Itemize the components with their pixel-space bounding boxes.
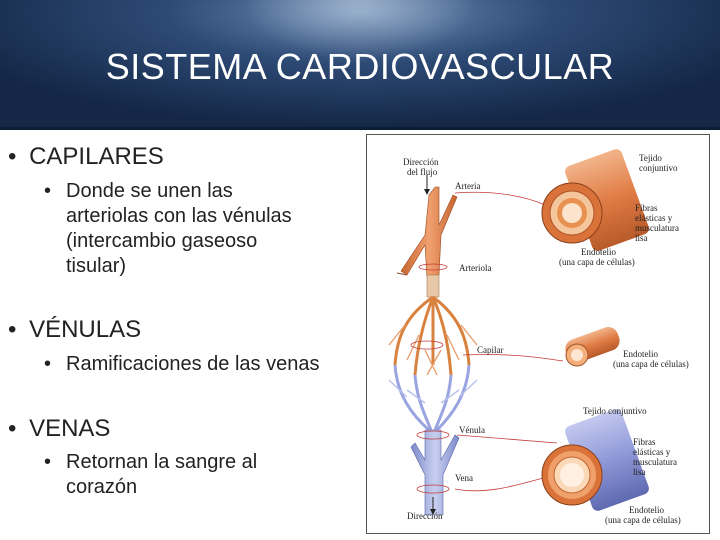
label-flow-bottom: Dirección (407, 511, 443, 521)
label-venula: Vénula (459, 425, 485, 435)
label-capilar: Capilar (477, 345, 504, 355)
slide-title: SISTEMA CARDIOVASCULAR (105, 46, 615, 87)
flow-arrow-bottom (430, 497, 436, 515)
sub-bullet-line: corazón (66, 476, 138, 498)
label-tejido-1b: conjuntivo (639, 163, 678, 173)
pointer-lines (410, 191, 564, 494)
bullet-dot: • (8, 143, 17, 170)
sub-bullet-line: Retornan la sangre al (66, 451, 258, 473)
label-tejido-3: Tejido conjuntivo (583, 406, 647, 416)
label-endotelio-2b: (una capa de células) (613, 359, 689, 369)
venous-tree (388, 364, 478, 516)
banner-shine (240, 0, 480, 60)
bullet-dot: • (8, 415, 17, 442)
vessel-diagram: Dirección del flujo Arteria Arteriola Ca… (366, 134, 710, 534)
label-endotelio-3b: (una capa de células) (605, 515, 681, 525)
bullet-label: VÉNULAS (29, 316, 142, 343)
sub-bullet-dot: • (44, 353, 52, 375)
artery-cross-section (541, 149, 649, 251)
label-flow-top-1: Dirección (403, 157, 439, 167)
label-flow-top-2: del flujo (407, 167, 438, 177)
label-arteria: Arteria (455, 181, 480, 191)
bullet-label: VENAS (29, 415, 111, 442)
label-fibras-3a: Fibras (633, 437, 656, 447)
bullet-label: CAPILARES (29, 143, 164, 170)
label-fibras-1d: lisa (635, 233, 648, 243)
arterial-tree (388, 186, 478, 376)
sub-bullet-line: tisular) (66, 255, 127, 277)
label-endotelio-1a: Endotelio (581, 247, 616, 257)
label-fibras-1a: Fibras (635, 203, 658, 213)
label-fibras-3d: lisa (633, 467, 646, 477)
label-fibras-3c: musculatura (633, 457, 677, 467)
label-fibras-1b: elásticas y (635, 213, 673, 223)
title-banner: SISTEMA CARDIOVASCULAR (0, 0, 720, 130)
sub-bullet-line: Donde se unen las (66, 180, 233, 202)
label-fibras-3b: elásticas y (633, 447, 671, 457)
vein-cross-section (541, 409, 649, 511)
label-endotelio-3a: Endotelio (629, 505, 664, 515)
capillary-cross-section (565, 326, 620, 367)
label-vena: Vena (455, 473, 473, 483)
label-endotelio-1b: (una capa de células) (559, 257, 635, 267)
sub-bullet-line: (intercambio gaseoso (66, 230, 258, 252)
label-tejido-1a: Tejido (639, 153, 662, 163)
label-fibras-1c: musculatura (635, 223, 679, 233)
label-arteriola: Arteriola (459, 263, 491, 273)
sub-bullet-dot: • (44, 180, 52, 202)
bullet-dot: • (8, 316, 17, 343)
label-endotelio-2a: Endotelio (623, 349, 658, 359)
sub-bullet-dot: • (44, 451, 52, 473)
sub-bullet-line: arteriolas con las vénulas (66, 205, 292, 227)
flow-arrow-top (424, 175, 430, 195)
sub-bullet-line: Ramificaciones de las venas (66, 353, 320, 375)
vessel-diagram-svg: Dirección del flujo Arteria Arteriola Ca… (388, 149, 689, 525)
